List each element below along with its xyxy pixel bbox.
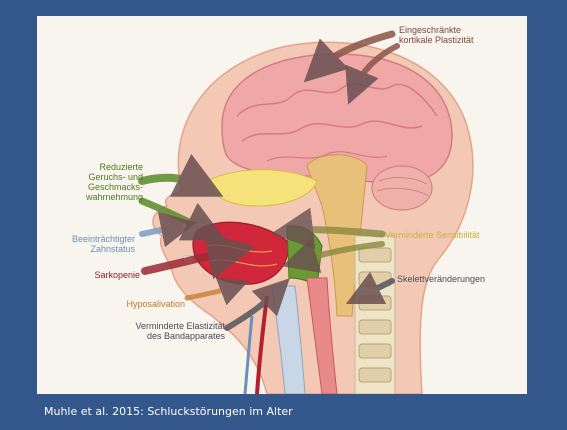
label-sarcopenia: Sarkopenie [37,270,140,280]
arrow-smell [142,178,202,186]
arrow-sensitivity [292,230,382,234]
label-smell-taste: Reduzierte Geruchs- und Geschmacks- wahr… [37,162,143,202]
label-skeletal-changes: Skelettveränderungen [397,274,485,284]
slide-caption: Muhle et al. 2015: Schluckstörungen im A… [44,405,293,418]
label-ligament-elasticity: Verminderte Elastizität des Bandapparate… [37,321,225,341]
label-sensitivity: Verminderte Sensibilität [385,230,480,240]
label-dental-status: Beeinträchtigter Zahnstatus [37,234,135,254]
anatomy-figure: Eingeschränkte kortikale Plastizität Red… [37,16,527,394]
label-hyposalivation: Hyposalivation [37,299,185,309]
cerebellum [372,166,432,210]
label-cortical-plasticity: Eingeschränkte kortikale Plastizität [399,25,474,45]
